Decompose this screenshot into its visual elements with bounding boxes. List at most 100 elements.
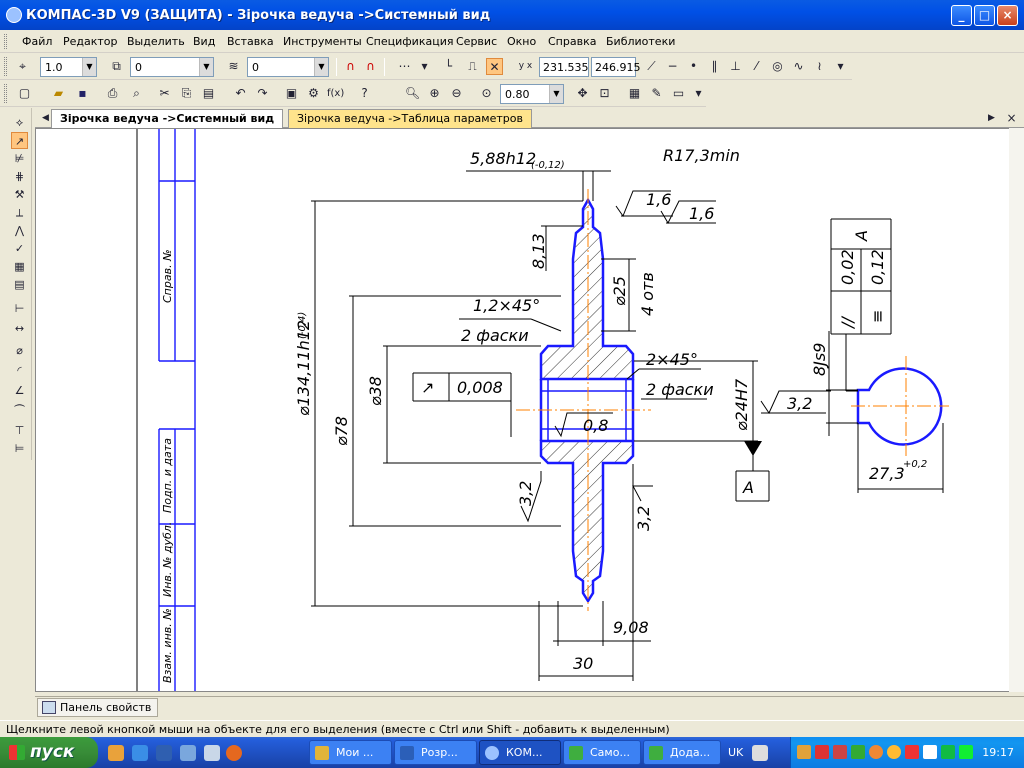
menu-specification[interactable]: Спецификация [366, 35, 454, 48]
redo-icon[interactable]: ↷ [257, 86, 268, 100]
more-tools-icon[interactable]: ▾ [695, 86, 702, 100]
dimensions-icon[interactable]: ↗ [11, 132, 28, 149]
chevron-down-icon[interactable]: ▼ [199, 58, 213, 76]
close-button[interactable]: × [997, 5, 1018, 26]
parallel-icon[interactable]: ∥ [711, 59, 718, 73]
grid-options-icon[interactable]: ▾ [421, 59, 428, 73]
designations-icon[interactable]: ⊭ [14, 152, 25, 165]
hline-icon[interactable]: − [667, 59, 678, 73]
open-folder-icon[interactable]: ▰ [53, 86, 64, 100]
ortho-icon[interactable]: ⎍ [468, 59, 477, 73]
associative-icon[interactable]: ✓ [14, 242, 25, 255]
more-tools-icon[interactable]: ▾ [837, 59, 844, 73]
drawing[interactable]: Справ. № Подп. и дата Инв. № дубл. Взам.… [36, 129, 1022, 692]
parametrization-icon[interactable]: ⚒ [14, 188, 25, 201]
circle-center-icon[interactable]: ◎ [772, 59, 783, 73]
curve-icon[interactable]: ∿ [793, 59, 804, 73]
taskbar-button-app5[interactable]: Дода... [643, 740, 721, 765]
taskbar-button-app4[interactable]: Само... [563, 740, 641, 765]
zoom-select[interactable]: 0.80▼ [500, 84, 564, 104]
paste-icon[interactable]: ▤ [202, 86, 215, 100]
tray-app-icon[interactable] [797, 745, 811, 759]
taskbar-button-kompas[interactable]: КОМ... [479, 740, 561, 765]
magnet-snap-icon[interactable]: ∩ [346, 59, 355, 73]
help-cursor-icon[interactable]: ? [361, 86, 368, 100]
tray-kompas-icon[interactable] [815, 745, 829, 759]
function-icon[interactable]: f(x) [327, 88, 345, 99]
local-snap-icon[interactable]: ∩ [366, 59, 375, 73]
cursor-x-field[interactable]: 231.535 [539, 57, 589, 77]
menu-select[interactable]: Выделить [127, 35, 185, 48]
firefox-icon[interactable] [226, 745, 242, 761]
quicklaunch-app-icon[interactable] [108, 745, 124, 761]
line-icon[interactable]: ⟋ [647, 59, 656, 73]
show-desktop-icon[interactable] [156, 745, 172, 761]
quicklaunch-app2-icon[interactable] [180, 745, 196, 761]
menu-insert[interactable]: Вставка [227, 35, 274, 48]
copy-icon[interactable]: ⎘ [181, 86, 192, 100]
angle-dim-icon[interactable]: ∠ [14, 384, 25, 397]
tab-scroll-right-icon[interactable]: ▶ [988, 113, 995, 123]
menu-tools[interactable]: Инструменты [283, 35, 362, 48]
taskbar-button-my-docs[interactable]: Мои ... [309, 740, 392, 765]
select-icon[interactable]: ⋀ [14, 224, 25, 237]
save-icon[interactable]: ▪ [78, 86, 87, 100]
layer-state-icon[interactable]: ⧉ [112, 59, 121, 73]
tray-battery-icon[interactable] [941, 745, 955, 759]
menu-service[interactable]: Сервис [456, 35, 498, 48]
manager-icon[interactable]: ▣ [285, 86, 298, 100]
menubar-grip[interactable] [4, 34, 7, 49]
reports-icon[interactable]: ▤ [14, 278, 25, 291]
diameter-dim-icon[interactable]: ⌀ [16, 344, 23, 357]
kompas-app-icon[interactable] [6, 7, 22, 23]
tab-scroll-left-icon[interactable]: ◀ [42, 113, 49, 123]
point-icon[interactable]: • [689, 59, 698, 73]
tray-network-icon[interactable] [851, 745, 865, 759]
vertical-scrollbar[interactable] [1009, 128, 1024, 692]
chain-dim-icon[interactable]: ⊨ [14, 442, 25, 455]
segment-icon[interactable]: ⁄ [755, 59, 758, 73]
tray-update-icon[interactable] [869, 745, 883, 759]
chevron-down-icon[interactable]: ▼ [314, 58, 328, 76]
zoom-scale-icon[interactable]: ⊙ [481, 86, 492, 100]
tab-system-view[interactable]: Зірочка ведуча ->Системный вид [51, 109, 284, 128]
minimize-button[interactable]: _ [951, 5, 972, 26]
snap-mode-icon[interactable]: ✕ [486, 58, 503, 75]
media-player-icon[interactable] [204, 745, 220, 761]
volume-icon[interactable] [923, 745, 937, 759]
radius-dim-icon[interactable]: ◜ [17, 364, 22, 377]
tray-messenger-icon[interactable] [887, 745, 901, 759]
tray-flag-icon[interactable] [905, 745, 919, 759]
refresh-icon[interactable]: ▦ [628, 86, 641, 100]
print-icon[interactable]: ⎙ [107, 86, 118, 100]
undo-icon[interactable]: ↶ [235, 86, 246, 100]
variables-icon[interactable]: ⚙ [308, 86, 319, 100]
pan-icon[interactable]: ✥ [577, 86, 588, 100]
grid-icon[interactable]: ⋯ [398, 59, 411, 73]
panel-toggle-icon[interactable]: ▭ [672, 86, 685, 100]
menu-file[interactable]: Файл [22, 35, 53, 48]
new-document-icon[interactable]: ▢ [18, 86, 31, 100]
local-cs-icon[interactable]: └ [444, 59, 453, 73]
zoom-in-icon[interactable]: ⊕ [429, 86, 440, 100]
drawing-canvas[interactable]: Справ. № Подп. и дата Инв. № дубл. Взам.… [35, 128, 1022, 692]
geometry-icon[interactable]: ⟡ [15, 116, 24, 129]
maximize-button[interactable]: □ [974, 5, 995, 26]
language-indicator[interactable]: UK [728, 746, 744, 759]
arc-dim-icon[interactable]: ⏜ [14, 404, 25, 417]
line-scale-select[interactable]: 1.0▼ [40, 57, 97, 77]
zoom-out-icon[interactable]: ⊖ [451, 86, 462, 100]
tab-parameters-table[interactable]: Зірочка ведуча ->Таблица параметров [288, 109, 532, 128]
tray-monitor-icon[interactable] [959, 745, 973, 759]
fit-all-icon[interactable]: ⊡ [599, 86, 610, 100]
layer-state-select[interactable]: 0▼ [130, 57, 214, 77]
layer-select[interactable]: 0▼ [247, 57, 329, 77]
chevron-down-icon[interactable]: ▼ [82, 58, 96, 76]
title-bar[interactable]: КОМПАС-3D V9 (ЗАЩИТА) - Зірочка ведуча -… [0, 0, 1024, 30]
tray-antivirus-icon[interactable] [833, 745, 847, 759]
menu-help[interactable]: Справка [548, 35, 597, 48]
spec-icon[interactable]: ▦ [14, 260, 25, 273]
snap-point-icon[interactable]: ⌖ [19, 59, 26, 73]
menu-window[interactable]: Окно [507, 35, 537, 48]
start-button[interactable]: пуск [0, 737, 98, 768]
